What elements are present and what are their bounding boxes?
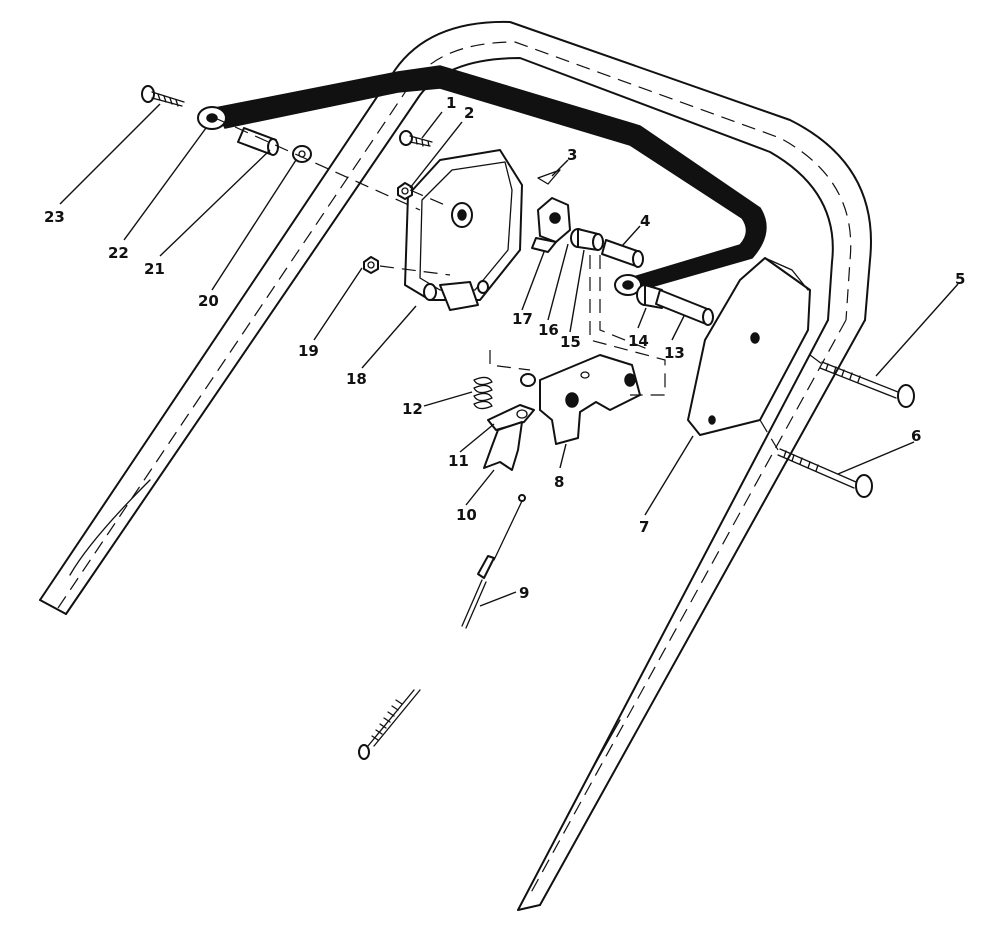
callout-10: 10: [456, 506, 477, 524]
spacer-21: [237, 127, 279, 156]
callout-5: 5: [955, 270, 965, 288]
callout-1: 1: [446, 94, 456, 112]
callout-labels: 1 2 3 4 5 6 7 8 9 10 11 12 13 14 15 16 1…: [44, 94, 965, 602]
callout-6: 6: [911, 427, 921, 445]
leader-lines: [59, 103, 959, 607]
lever-10: [483, 421, 523, 471]
callout-14: 14: [628, 332, 649, 350]
screw-23: [141, 85, 185, 107]
cam-17: [531, 197, 571, 253]
callout-19: 19: [298, 342, 319, 360]
bushing-16: [570, 228, 604, 251]
callout-23: 23: [44, 208, 65, 226]
callout-8: 8: [554, 473, 564, 491]
clip-3: [537, 169, 561, 185]
housing-left-18: [404, 149, 523, 311]
rod-13: [655, 289, 714, 326]
bolt-5: [819, 361, 915, 408]
callout-3: 3: [567, 146, 577, 164]
nut-19: [363, 256, 379, 274]
cable-9: [358, 494, 526, 760]
bolt-6: [777, 448, 873, 498]
callout-18: 18: [346, 370, 367, 388]
spacer-4: [601, 239, 644, 268]
callout-16: 16: [538, 321, 559, 339]
callout-4: 4: [640, 212, 650, 230]
callout-22: 22: [108, 244, 129, 262]
bracket-8: [539, 354, 641, 445]
callout-15: 15: [560, 333, 581, 351]
latch-11: [487, 373, 536, 431]
callout-20: 20: [198, 292, 219, 310]
nut-2: [397, 182, 413, 200]
screw-1: [399, 130, 433, 147]
callout-13: 13: [664, 344, 685, 362]
callout-2: 2: [464, 104, 474, 122]
callout-17: 17: [512, 310, 533, 328]
callout-9: 9: [519, 584, 529, 602]
control-bail: [197, 65, 767, 296]
housing-right-7: [687, 257, 811, 436]
callout-12: 12: [402, 400, 423, 418]
callout-7: 7: [639, 518, 649, 536]
spring-12: [473, 376, 493, 410]
callout-11: 11: [448, 452, 469, 470]
assembly-lines: [214, 117, 823, 451]
callout-21: 21: [144, 260, 165, 278]
